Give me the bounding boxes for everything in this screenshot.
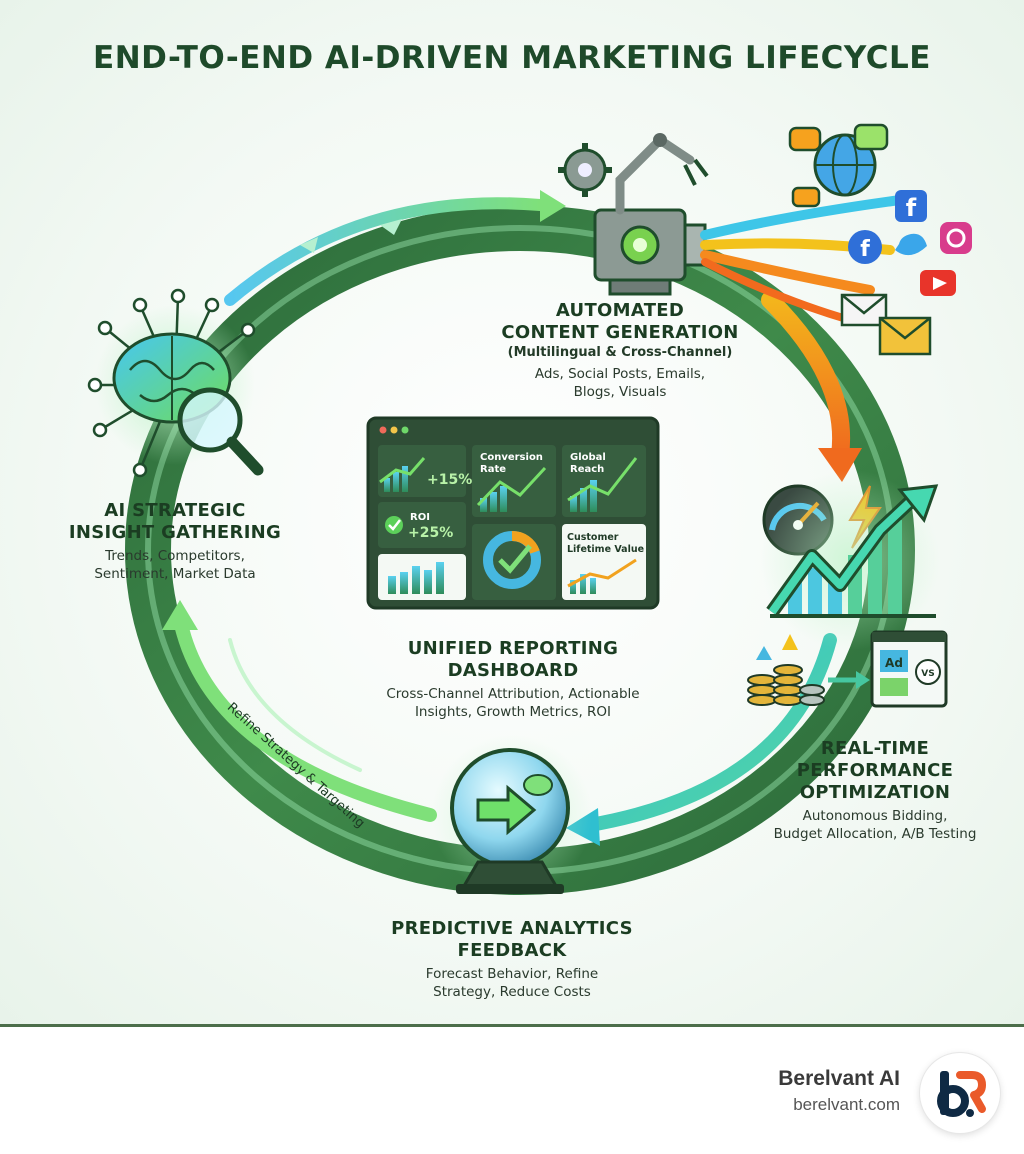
tile-reach-label-2: Reach — [570, 464, 604, 475]
tile-clv-label-1: Customer — [567, 532, 619, 543]
svg-text:f: f — [860, 237, 870, 262]
dashboard-heading-2: DASHBOARD — [447, 660, 579, 681]
brand-name: Berelvant AI — [778, 1067, 900, 1090]
optimization-desc-1: Autonomous Bidding, — [802, 808, 948, 824]
dashboard-desc-1: Cross-Channel Attribution, Actionable — [386, 686, 640, 702]
vs-label: VS — [921, 669, 934, 679]
footer: Berelvant AI berelvant.com — [0, 1024, 1024, 1154]
content-desc-2: Blogs, Visuals — [573, 384, 667, 400]
optimization-heading-3: OPTIMIZATION — [799, 782, 951, 803]
lifecycle-diagram: f f — [87, 123, 972, 895]
gear-icon — [558, 143, 612, 197]
insight-heading-1: AI STRATEGIC — [104, 500, 246, 521]
content-desc-1: Ads, Social Posts, Emails, — [534, 366, 706, 382]
dashboard-heading-1: UNIFIED REPORTING — [407, 638, 619, 659]
tile-roi-label: ROI — [410, 512, 430, 523]
tile-reach-label-1: Global — [570, 452, 606, 463]
brand-logo-icon — [937, 1071, 986, 1117]
svg-text:f: f — [906, 194, 917, 222]
stage-predictive-analytics: PREDICTIVE ANALYTICS FEEDBACK Forecast B… — [362, 918, 662, 1001]
orange-arrow-head — [818, 448, 862, 482]
dashboard-panel: +15% Conversion Rate Global Reach ROI +2… — [366, 416, 660, 610]
dashboard-desc-2: Insights, Growth Metrics, ROI — [414, 704, 612, 720]
brand-logo — [920, 1053, 1000, 1133]
tile-conversion-label-1: Conversion — [480, 452, 543, 463]
magnifier-icon — [177, 387, 264, 476]
insight-heading-2: INSIGHT GATHERING — [68, 522, 282, 543]
content-heading-2: CONTENT GENERATION — [501, 322, 739, 343]
optimization-heading-2: PERFORMANCE — [796, 760, 954, 781]
optimization-heading-1: REAL-TIME — [820, 738, 930, 759]
stage-content-generation: AUTOMATED CONTENT GENERATION (Multilingu… — [470, 300, 770, 401]
ad-screen-icon: Ad VS — [870, 630, 948, 708]
brand-url[interactable]: berelvant.com — [793, 1095, 900, 1114]
instagram-icon — [940, 222, 972, 254]
email-icon — [840, 293, 932, 356]
coins-icon — [747, 634, 870, 706]
crystal-ball-icon — [432, 735, 592, 895]
twitter-icon — [895, 233, 927, 256]
tile-growth-value: +15% — [427, 472, 472, 488]
stage-insight-gathering: AI STRATEGIC INSIGHT GATHERING Trends, C… — [50, 500, 300, 583]
predictive-desc-2: Strategy, Reduce Costs — [433, 984, 591, 1000]
insight-desc-2: Sentiment, Market Data — [94, 566, 256, 582]
predictive-heading-1: PREDICTIVE ANALYTICS — [391, 918, 633, 939]
flow-arrows-top — [224, 190, 566, 306]
facebook-icon: f f — [848, 190, 927, 264]
content-heading-1: AUTOMATED — [555, 300, 685, 321]
predictive-desc-1: Forecast Behavior, Refine — [425, 966, 599, 982]
stage-performance-optimization: REAL-TIME PERFORMANCE OPTIMIZATION Auton… — [760, 738, 990, 843]
predictive-heading-2: FEEDBACK — [457, 940, 567, 961]
growth-chart-icon — [760, 470, 940, 650]
insight-desc-1: Trends, Competitors, — [105, 548, 245, 564]
tile-clv-label-2: Lifetime Value — [567, 544, 644, 555]
youtube-icon — [920, 270, 956, 296]
tile-roi-value: +25% — [408, 525, 453, 541]
flow-arrows-right — [761, 291, 862, 482]
ad-label: Ad — [885, 656, 903, 670]
page-title: END-TO-END AI-DRIVEN MARKETING LIFECYCLE — [93, 40, 931, 76]
content-subheading: (Multilingual & Cross-Channel) — [507, 345, 733, 360]
optimization-desc-2: Budget Allocation, A/B Testing — [773, 826, 977, 842]
chat-icon — [788, 123, 889, 208]
robot-arm-icon — [593, 133, 709, 296]
flow-arrows-left — [162, 600, 437, 822]
stage-reporting-dashboard: UNIFIED REPORTING DASHBOARD Cross-Channe… — [358, 638, 668, 721]
tile-conversion-label-2: Rate — [480, 464, 506, 475]
